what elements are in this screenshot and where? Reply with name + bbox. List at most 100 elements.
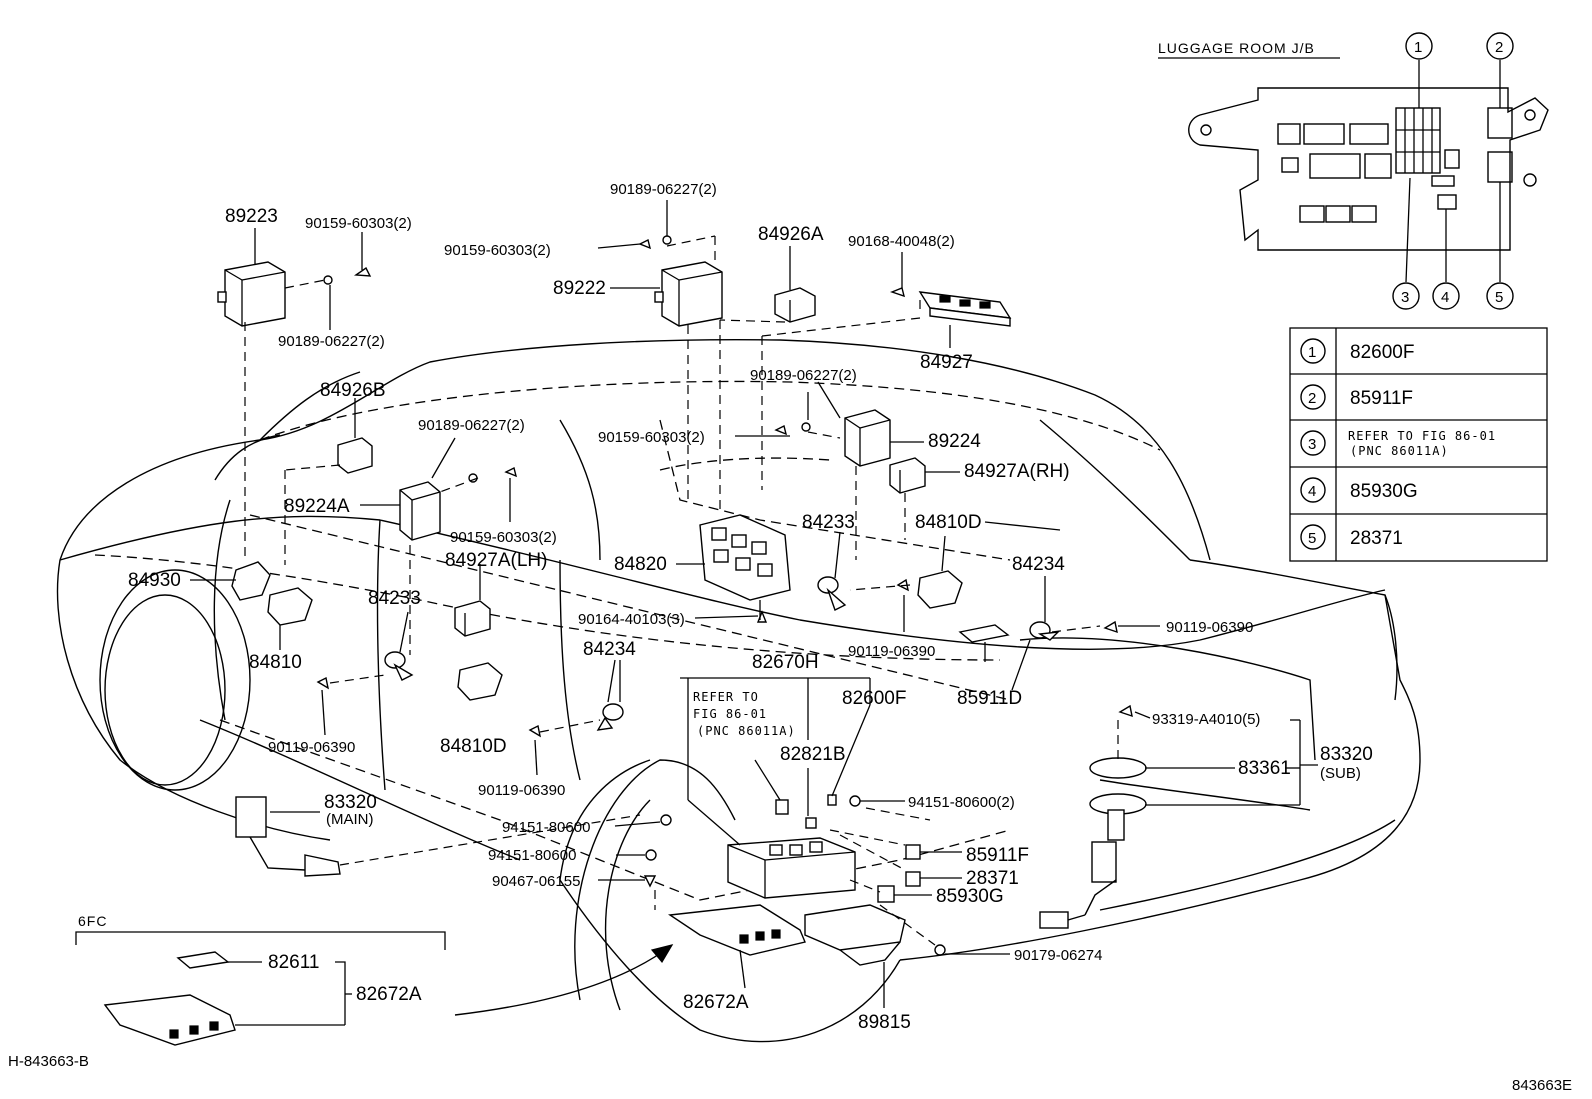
part-84234-center: [596, 703, 624, 731]
label-90189-c: 90189-06227(2): [418, 417, 525, 434]
legend-row-2: 2 85911F: [1300, 384, 1413, 410]
svg-text:3: 3: [1401, 289, 1409, 306]
part-84810D-right: [917, 570, 963, 609]
legend-row-3: 3 REFER TO FIG 86-01 (PNC 86011A): [1300, 429, 1496, 458]
label-94151-b: 94151-80600: [502, 819, 590, 836]
part-84233-right: [817, 576, 847, 611]
part-84927A-rh: [889, 457, 926, 494]
label-90189-b: 90189-06227(2): [610, 181, 717, 198]
legend-row-1: 1 82600F: [1300, 338, 1414, 364]
svg-text:4: 4: [1308, 483, 1316, 500]
label-90159-d: 90159-60303(2): [598, 429, 705, 446]
box-6fc: 6FC 82611 82672A: [75, 913, 446, 1046]
svg-text:85930G: 85930G: [1350, 481, 1418, 502]
label-84810D-b: 84810D: [440, 736, 507, 757]
label-83320-sub-note: (SUB): [1320, 765, 1361, 782]
svg-text:1: 1: [1308, 344, 1316, 361]
part-83320-sub: [1039, 757, 1147, 929]
label-84233-b: 84233: [368, 588, 421, 609]
label-93319: 93319-A4010(5): [1152, 711, 1260, 728]
svg-text:5: 5: [1308, 530, 1316, 547]
svg-text:1: 1: [1414, 39, 1422, 56]
inset-title: LUGGAGE ROOM J/B: [1158, 40, 1315, 56]
part-82821B-relay: [775, 799, 789, 815]
leader-lines: [190, 200, 1318, 1008]
part-85930G: [877, 885, 895, 903]
part-84927A-lh: [454, 600, 491, 637]
part-84927: [918, 291, 1012, 327]
label-82670H: 82670H: [752, 652, 819, 673]
label-83361: 83361: [1238, 758, 1291, 779]
part-84930: [231, 561, 271, 601]
label-84810: 84810: [249, 652, 302, 673]
label-90119-b: 90119-06390: [848, 643, 935, 660]
label-90119-a: 90119-06390: [1166, 619, 1253, 636]
inset-callout-4: 4: [1432, 209, 1460, 310]
svg-text:REFER TO FIG 86-01: REFER TO FIG 86-01: [1348, 429, 1496, 443]
part-84926A: [774, 287, 816, 323]
part-84926B: [337, 437, 373, 474]
label-28371: 28371: [966, 868, 1019, 889]
label-90159-a: 90159-60303(2): [305, 215, 412, 232]
label-90189-a: 90189-06227(2): [278, 333, 385, 350]
part-84810D-left: [457, 662, 503, 701]
label-90164: 90164-40103(3): [578, 611, 685, 628]
label-84927A-rh: 84927A(RH): [964, 461, 1070, 482]
part-83320-main: [235, 796, 341, 877]
svg-text:2: 2: [1308, 390, 1316, 407]
label-85911D: 85911D: [957, 688, 1022, 709]
part-84810: [267, 587, 313, 626]
part-89223: [217, 261, 286, 327]
label-84927: 84927: [920, 352, 973, 373]
label-90119-d: 90119-06390: [478, 782, 565, 799]
label-82600F: 82600F: [842, 688, 906, 709]
label-90179: 90179-06274: [1014, 947, 1102, 964]
part-85911F: [905, 844, 921, 860]
legend-table: 1 82600F 2 85911F 3 REFER TO FIG 86-01 (…: [1289, 327, 1548, 562]
label-89222: 89222: [553, 278, 606, 299]
part-82600F: [827, 794, 837, 806]
part-82672A-box: [103, 994, 236, 1046]
inset-callout-2: 2: [1486, 32, 1514, 108]
label-refer-2: FIG 86-01: [693, 707, 767, 721]
label-83320-main: 83320: [324, 792, 377, 813]
part-82672A-center: [668, 904, 806, 956]
label-89223: 89223: [225, 206, 278, 227]
arrow-to-82672A: [454, 944, 673, 1016]
label-84930: 84930: [128, 570, 181, 591]
label-89815: 89815: [858, 1012, 911, 1033]
label-90119-c: 90119-06390: [268, 739, 355, 756]
part-89224: [844, 409, 891, 467]
label-94151-a: 94151-80600(2): [908, 794, 1015, 811]
luggage-room-jb-inset: LUGGAGE ROOM J/B 1: [1158, 32, 1549, 310]
label-84926A: 84926A: [758, 224, 824, 245]
label-84927A-lh: 84927A(LH): [445, 550, 547, 571]
label-82821B: 82821B: [780, 744, 846, 765]
label-84234-b: 84234: [583, 639, 636, 660]
legend-row-5: 5 28371: [1300, 524, 1403, 550]
part-labels: 89223 90159-60303(2) 90189-06227(2) 9018…: [128, 181, 1373, 1033]
part-84820: [699, 514, 791, 601]
label-90467: 90467-06155: [492, 873, 580, 890]
label-85911F: 85911F: [966, 845, 1029, 866]
label-90168: 90168-40048(2): [848, 233, 955, 250]
legend-row-4: 4 85930G: [1300, 477, 1418, 503]
part-84233-left: [384, 651, 414, 681]
svg-text:82611: 82611: [268, 952, 319, 973]
part-82670H: [727, 837, 856, 899]
fasteners: [316, 235, 1133, 956]
part-82611: [176, 951, 230, 969]
svg-text:2: 2: [1495, 39, 1503, 56]
label-89224A: 89224A: [284, 496, 350, 517]
part-85911D: [958, 624, 1010, 643]
svg-text:(PNC 86011A): (PNC 86011A): [1350, 444, 1449, 458]
svg-text:6FC: 6FC: [78, 913, 107, 929]
svg-text:85911F: 85911F: [1350, 388, 1413, 409]
inset-callout-1: 1: [1405, 32, 1433, 108]
label-84233-a: 84233: [802, 512, 855, 533]
label-82672A: 82672A: [683, 992, 749, 1013]
svg-text:28371: 28371: [1350, 528, 1403, 549]
svg-text:3: 3: [1308, 436, 1316, 453]
svg-text:82600F: 82600F: [1350, 342, 1414, 363]
label-84810D-a: 84810D: [915, 512, 982, 533]
